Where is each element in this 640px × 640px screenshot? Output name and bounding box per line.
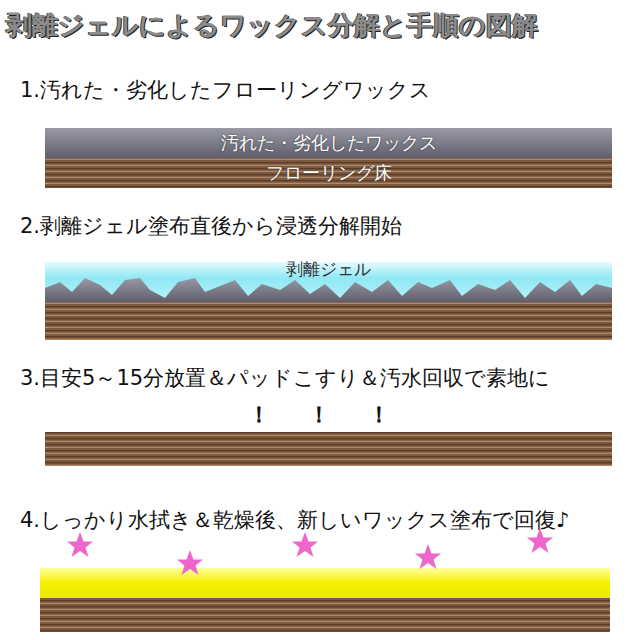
band-node: 汚れた・劣化したワックス [45, 128, 612, 158]
band-label: フローリング床 [266, 161, 392, 185]
title: 剥離ジェルによるワックス分解と手順の図解 [6, 8, 538, 43]
step-heading: 1.汚れた・劣化したフローリングワックス [20, 76, 431, 104]
wax-band [45, 128, 612, 158]
exclamation: ！ [368, 400, 390, 430]
floor-band [45, 432, 612, 466]
step-heading: 2.剥離ジェル塗布直後から浸透分解開始 [20, 212, 402, 240]
floor-band [45, 302, 612, 340]
exclamation: ！ [308, 400, 330, 430]
band-node: 剥離ジェル [45, 256, 612, 282]
new-wax-band [40, 568, 610, 598]
exclamation: ！ [248, 400, 270, 430]
floor-band [40, 598, 610, 632]
step-heading: 3.目安5～15分放置＆パッドこすり＆汚水回収で素地に [20, 364, 550, 392]
floor-band [45, 158, 612, 188]
stars [67, 528, 553, 575]
dissolving-wax [45, 278, 612, 302]
step-heading: 4.しっかり水拭き＆乾燥後、新しいワックス塗布で回復♪ [20, 506, 569, 534]
band-node: フローリング床 [45, 158, 612, 188]
band-label: 剥離ジェル [286, 258, 371, 281]
band-label: 汚れた・劣化したワックス [221, 131, 437, 155]
